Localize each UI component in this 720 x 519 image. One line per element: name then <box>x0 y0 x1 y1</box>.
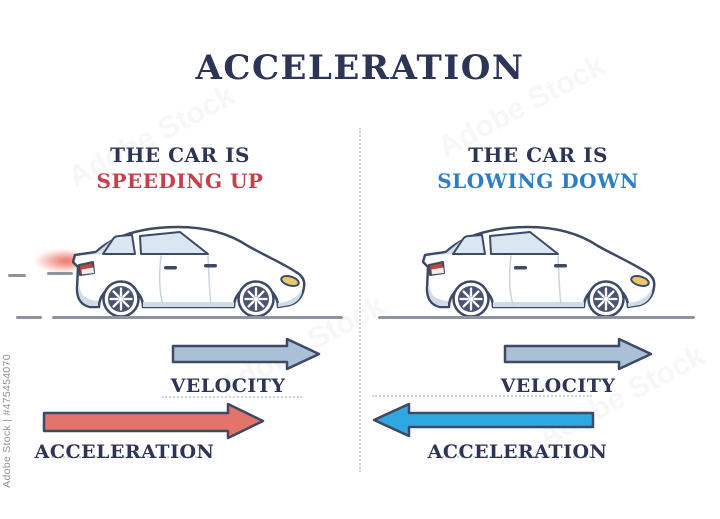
left-panel-heading: THE CAR IS SPEEDING UP <box>78 142 282 195</box>
acceleration-label-right: ACCELERATION <box>427 441 608 463</box>
acceleration-arrow-left <box>42 402 265 440</box>
ground-line-right <box>378 316 695 319</box>
right-heading-line2: SLOWING DOWN <box>437 169 639 194</box>
velocity-label-right: VELOCITY <box>500 375 616 397</box>
motion-dash <box>8 274 26 277</box>
right-heading-line1: THE CAR IS <box>468 143 608 167</box>
motion-dash <box>47 272 73 275</box>
velocity-label-left: VELOCITY <box>170 375 286 397</box>
stock-watermark: Adobe Stock | #475454070 <box>1 354 13 488</box>
watermark-dotline <box>372 395 592 397</box>
page-title: ACCELERATION <box>195 48 525 88</box>
watermark-dotline <box>162 396 302 398</box>
left-heading-line1: THE CAR IS <box>110 143 250 167</box>
panel-divider <box>359 128 361 472</box>
motion-dash <box>16 316 42 319</box>
right-panel-heading: THE CAR IS SLOWING DOWN <box>428 142 648 195</box>
car-speeding-up-illustration <box>72 225 310 318</box>
car-slowing-down-illustration <box>422 225 660 318</box>
velocity-arrow-right <box>503 337 653 371</box>
watermark-dotline <box>44 456 200 458</box>
acceleration-arrow-right <box>372 402 595 438</box>
watermark-dotline <box>442 456 594 458</box>
acceleration-label-left: ACCELERATION <box>34 441 215 463</box>
velocity-arrow-left <box>171 337 321 371</box>
left-heading-line2: SPEEDING UP <box>96 169 264 194</box>
ground-line-left <box>52 316 343 319</box>
